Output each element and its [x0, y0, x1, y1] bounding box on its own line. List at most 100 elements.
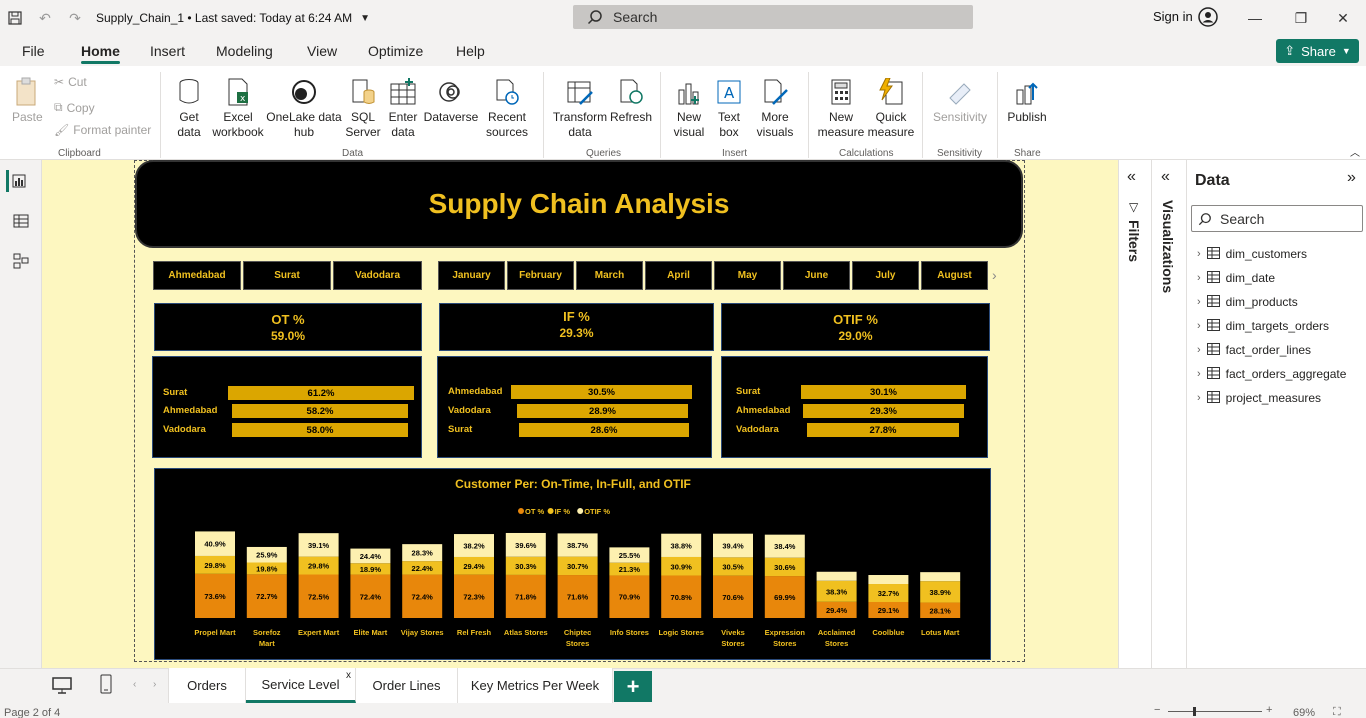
customer-bar-segment[interactable] — [505, 574, 546, 618]
month-slicer-item[interactable]: January — [438, 261, 505, 290]
customer-bar-segment[interactable] — [557, 575, 598, 618]
customer-bar-segment[interactable] — [609, 547, 650, 563]
more-visuals-button[interactable]: More visuals — [750, 76, 800, 140]
city-bar[interactable]: 27.8% — [806, 422, 960, 438]
zoom-slider-thumb[interactable] — [1193, 707, 1196, 716]
data-table-item[interactable]: ›dim_customers — [1197, 245, 1307, 263]
cut-button[interactable]: ✂Cut — [54, 75, 87, 89]
legend-label[interactable]: IF % — [555, 507, 571, 516]
customer-bar-segment[interactable] — [816, 580, 857, 602]
customer-bar-segment[interactable] — [402, 561, 443, 575]
new-visual-button[interactable]: New visual — [670, 76, 708, 140]
customer-bar-segment[interactable] — [402, 544, 443, 562]
customer-bar-segment[interactable] — [713, 575, 753, 618]
copy-button[interactable]: ⧉Copy — [54, 100, 95, 115]
sign-in-link[interactable]: Sign in — [1153, 9, 1193, 24]
fit-to-page-icon[interactable]: ⛶ — [1333, 706, 1341, 718]
customer-bar-segment[interactable] — [868, 575, 909, 585]
if-kpi-card[interactable]: IF % 29.3% — [439, 303, 714, 351]
visualizations-pane[interactable]: « Visualizations — [1151, 160, 1186, 668]
customer-bar-segment[interactable] — [661, 556, 702, 576]
add-page-button[interactable]: + — [614, 671, 652, 702]
customer-performance-chart[interactable]: Customer Per: On-Time, In-Full, and OTIF… — [154, 468, 991, 660]
quick-measure-button[interactable]: Quick measure — [866, 76, 916, 140]
legend-label[interactable]: OTIF % — [584, 507, 610, 516]
customer-bar-segment[interactable] — [454, 574, 494, 618]
data-table-item[interactable]: ›fact_order_lines — [1197, 341, 1311, 359]
customer-bar-segment[interactable] — [920, 572, 961, 582]
city-bar[interactable]: 29.3% — [802, 403, 965, 419]
redo-icon[interactable]: ↷ — [69, 9, 81, 26]
transform-data-button[interactable]: Transform data — [553, 76, 607, 140]
slicer-scroll-right-icon[interactable]: › — [992, 267, 997, 283]
sql-server-button[interactable]: SQL Server — [344, 76, 382, 140]
tab-home[interactable]: Home — [81, 36, 120, 66]
tab-view[interactable]: View — [307, 43, 338, 59]
month-slicer-item[interactable]: March — [576, 261, 643, 290]
refresh-button[interactable]: Refresh — [610, 76, 652, 125]
minimize-button[interactable]: — — [1248, 10, 1262, 26]
get-data-button[interactable]: Get data — [170, 76, 208, 140]
text-box-button[interactable]: A Text box — [711, 76, 747, 140]
customer-bar-segment[interactable] — [868, 584, 909, 602]
month-slicer-item[interactable]: June — [783, 261, 850, 290]
recent-sources-button[interactable]: Recent sources — [480, 76, 534, 140]
page-tab-service-level[interactable]: Service Level x — [246, 668, 356, 703]
customer-bar-segment[interactable] — [195, 531, 235, 556]
data-table-item[interactable]: ›dim_products — [1197, 293, 1298, 311]
otif-kpi-card[interactable]: OTIF % 29.0% — [721, 303, 990, 351]
zoom-out-button[interactable]: − — [1154, 704, 1161, 716]
tab-file[interactable]: File — [22, 43, 45, 59]
customer-bar-segment[interactable] — [557, 533, 598, 557]
customer-bar-segment[interactable] — [195, 555, 235, 574]
customer-bar-segment[interactable] — [609, 575, 650, 618]
dataverse-button[interactable]: Dataverse — [424, 76, 478, 125]
page-tab-order-lines[interactable]: Order Lines — [356, 668, 458, 703]
customer-bar-segment[interactable] — [816, 601, 857, 618]
save-icon[interactable] — [0, 0, 30, 36]
chevron-right-icon[interactable]: › — [1197, 272, 1201, 284]
ot-kpi-card[interactable]: OT % 59.0% — [154, 303, 422, 351]
customer-bar-segment[interactable] — [920, 581, 961, 603]
month-slicer-item[interactable]: February — [507, 261, 574, 290]
customer-bar-segment[interactable] — [764, 557, 805, 577]
global-search-input[interactable]: Search — [573, 5, 973, 29]
table-view-icon[interactable] — [10, 210, 32, 232]
customer-bar-segment[interactable] — [298, 533, 339, 557]
format-painter-button[interactable]: 🖌Format painter — [54, 123, 151, 137]
customer-bar-segment[interactable] — [764, 576, 805, 618]
customer-bar-segment[interactable] — [557, 556, 598, 576]
data-table-item[interactable]: ›dim_targets_orders — [1197, 317, 1329, 335]
city-bar[interactable]: 30.5% — [510, 384, 693, 400]
zoom-slider[interactable] — [1168, 711, 1262, 712]
paste-button[interactable]: Paste — [12, 76, 43, 125]
share-button[interactable]: ⇪ Share ▼ — [1276, 39, 1359, 63]
collapse-ribbon-icon[interactable]: ︿ — [1350, 148, 1360, 159]
legend-label[interactable]: OT % — [525, 507, 544, 516]
zoom-in-button[interactable]: + — [1266, 704, 1273, 716]
city-slicer-item[interactable]: Vadodara — [333, 261, 422, 290]
customer-bar-segment[interactable] — [661, 533, 702, 557]
customer-bar-segment[interactable] — [350, 563, 391, 575]
filters-pane[interactable]: « ▽ Filters — [1118, 160, 1151, 668]
title-dropdown-icon[interactable]: ▼ — [360, 12, 371, 24]
mobile-layout-icon[interactable] — [100, 674, 114, 696]
enter-data-button[interactable]: Enter data — [385, 76, 421, 140]
city-bar[interactable]: 58.0% — [231, 422, 409, 438]
city-slicer-item[interactable]: Ahmedabad — [153, 261, 241, 290]
onelake-button[interactable]: OneLake data hub — [266, 76, 342, 140]
customer-bar-segment[interactable] — [350, 548, 391, 564]
tab-help[interactable]: Help — [456, 43, 485, 59]
customer-bar-segment[interactable] — [505, 532, 546, 557]
customer-bar-segment[interactable] — [868, 601, 909, 618]
page-tab-key-metrics[interactable]: Key Metrics Per Week — [458, 668, 613, 703]
customer-bar-segment[interactable] — [764, 534, 805, 558]
customer-bar-segment[interactable] — [454, 556, 494, 575]
report-view-icon[interactable] — [6, 170, 28, 192]
month-slicer-item[interactable]: May — [714, 261, 781, 290]
chevron-right-icon[interactable]: › — [1197, 344, 1201, 356]
customer-bar-segment[interactable] — [661, 575, 702, 618]
